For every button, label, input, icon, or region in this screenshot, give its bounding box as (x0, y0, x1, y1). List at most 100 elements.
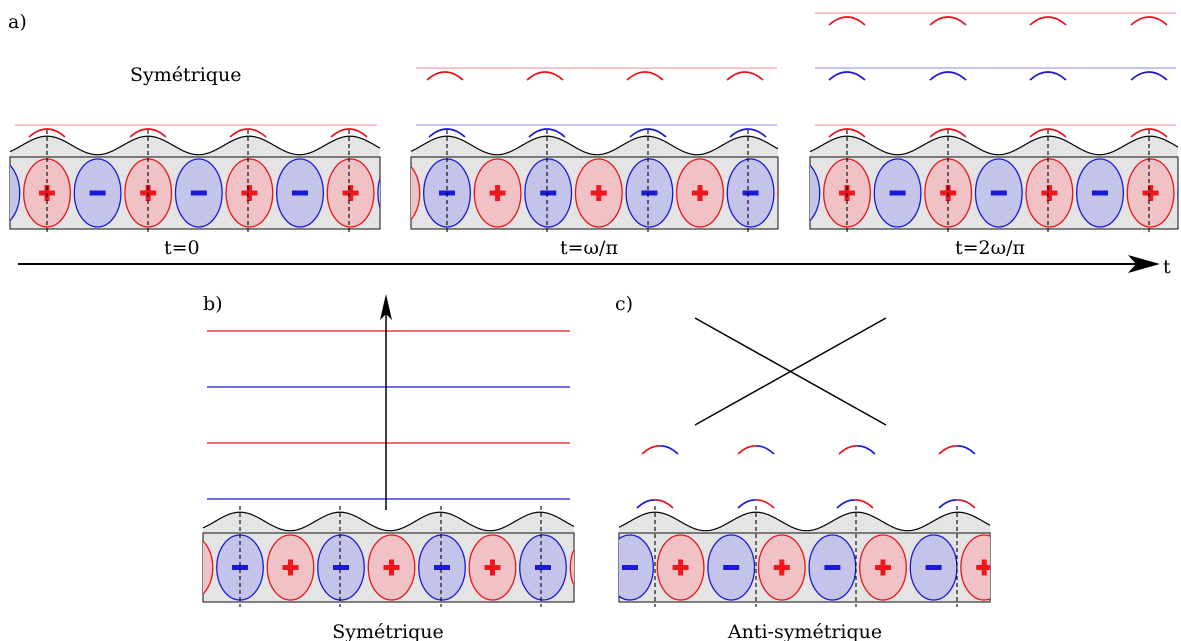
wave-arc-half (956, 499, 976, 509)
negative-orbital (10, 164, 21, 222)
time-label-2: t=2ω/π (955, 237, 1025, 259)
minus-sign (788, 191, 804, 196)
wave-arc-red (426, 71, 464, 81)
split-wave-arc (641, 445, 679, 455)
plus-sign-vertical (394, 185, 399, 201)
minus-sign (0, 191, 4, 196)
time-axis-arrowhead (1128, 255, 1160, 273)
wave-arc-half (636, 499, 656, 509)
potential-fill (619, 512, 990, 533)
plus-sign-vertical (1148, 185, 1154, 201)
plus-sign (182, 565, 198, 570)
potential-curve (410, 135, 779, 156)
wave-arc-half (854, 499, 874, 509)
wave-arc-half (659, 445, 679, 455)
split-wave-arc (737, 499, 775, 509)
wave-arc-blue (1029, 71, 1067, 81)
plus-sign-vertical (799, 185, 804, 201)
panel-a-lattice-2 (788, 130, 1179, 234)
atom-row (577, 534, 990, 601)
wave-arc-half (856, 445, 876, 455)
wave-arc-red (828, 16, 866, 26)
plus-sign (586, 565, 602, 570)
band-crossing-line (694, 317, 887, 426)
plus-sign (793, 191, 809, 196)
wave-arc-blue (629, 128, 667, 138)
minus-sign (1092, 190, 1108, 196)
panel-c-caption: Anti-symétrique (727, 621, 882, 641)
wave-arc-red (1029, 128, 1067, 138)
split-wave-arc (737, 445, 775, 455)
plus-sign-vertical (591, 560, 596, 576)
plus-sign-vertical (246, 185, 252, 201)
minus-sign (540, 190, 557, 196)
wave-arc-red (28, 128, 66, 138)
potential-curve (618, 511, 991, 532)
potential-fill (411, 136, 778, 157)
wave-arc-blue (428, 128, 466, 138)
minus-sign (723, 565, 740, 570)
wave-arc-red (129, 128, 167, 138)
wave-arc-red (330, 128, 368, 138)
minus-sign (889, 190, 906, 196)
wave-arc-blue (1130, 71, 1168, 81)
wave-arc-red (828, 128, 866, 138)
wave-arc-blue (729, 128, 767, 138)
minus-sign (89, 190, 106, 196)
wave-arc-half (737, 499, 757, 509)
wave-arc-half (654, 499, 674, 509)
minus-sign (622, 565, 638, 570)
minus-sign (925, 565, 942, 570)
minus-sign (824, 565, 841, 570)
minus-sign (535, 565, 551, 570)
wave-arc-half (938, 445, 958, 455)
wave-arc-half (956, 445, 976, 455)
time-axis-label: t (1163, 256, 1171, 278)
potential-curve (9, 135, 381, 156)
wave-arc-blue (929, 71, 967, 81)
positive-orbital (777, 184, 778, 202)
time-label-0: t=0 (164, 237, 200, 259)
wave-arc-red (526, 71, 564, 81)
panel-a-lattice-1 (388, 130, 809, 234)
time-label-1: t=ω/π (560, 237, 618, 259)
wave-arc-red (1130, 16, 1168, 26)
potential-curve (809, 135, 1179, 156)
wave-arc-blue (528, 128, 566, 138)
split-wave-arc (836, 499, 874, 509)
plus-sign-vertical (981, 559, 987, 576)
wave-arc-red (929, 128, 967, 138)
plus-sign (388, 191, 404, 196)
minus-sign (990, 190, 1007, 196)
split-wave-arc (636, 499, 674, 509)
positive-orbital (960, 534, 990, 601)
minus-sign (641, 190, 658, 196)
potential-fill (203, 512, 574, 533)
plus-sign-vertical (779, 559, 785, 576)
panel-c-lattice (577, 506, 991, 607)
wave-arc-red (929, 16, 967, 26)
wave-arc-red (1029, 16, 1067, 26)
wave-arc-half (938, 499, 958, 509)
wave-arc-red (726, 71, 764, 81)
energy-axis-arrowhead (380, 294, 392, 320)
panel-b-label: b) (203, 293, 223, 315)
plus-sign-vertical (1046, 185, 1052, 201)
negative-orbital (1177, 184, 1178, 202)
panel-a-label: a) (8, 11, 27, 33)
potential-curve (202, 511, 575, 532)
plus-sign-vertical (577, 560, 582, 576)
negative-orbital (377, 176, 380, 210)
panel-c-label: c) (615, 293, 633, 315)
wave-arc-red (229, 128, 267, 138)
wave-arc-red (626, 71, 664, 81)
positive-orbital (569, 548, 574, 587)
minus-sign (393, 191, 409, 196)
wave-arc-half (838, 445, 858, 455)
plus-sign-vertical (495, 185, 501, 201)
plus-sign-vertical (596, 185, 602, 201)
plus-sign-vertical (389, 559, 394, 576)
minus-sign (742, 190, 759, 196)
panel-b-caption: Symétrique (332, 621, 443, 641)
